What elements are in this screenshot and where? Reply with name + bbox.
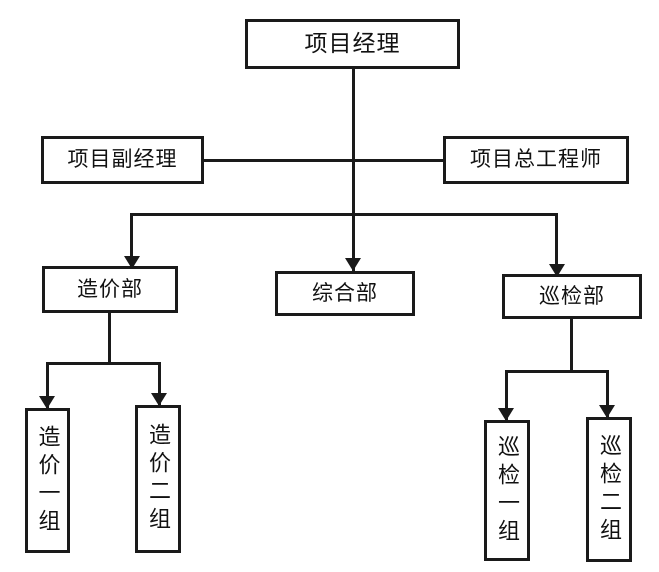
arrowhead-cost-dept — [124, 256, 140, 269]
node-label-inspection-group-2: 巡检二组 — [597, 433, 622, 546]
node-deputy-project-manager[interactable]: 项目副经理 — [41, 136, 204, 184]
node-cost-group-2[interactable]: 造价二组 — [135, 405, 181, 553]
node-label-chief-engineer: 项目总工程师 — [470, 148, 602, 172]
node-general-department[interactable]: 综合部 — [275, 271, 415, 316]
arrowhead-cost-group2 — [151, 393, 167, 406]
connector-cost-stem — [108, 313, 111, 364]
connector-pm-trunk — [352, 69, 355, 271]
arrowhead-inspect-group1 — [498, 408, 514, 421]
arrowhead-general-dept — [345, 258, 361, 271]
connector-department-bus — [130, 213, 558, 216]
node-label-project-manager: 项目经理 — [304, 30, 401, 57]
node-label-cost-group-1: 造价一组 — [35, 424, 61, 537]
node-cost-group-1[interactable]: 造价一组 — [25, 408, 70, 553]
arrowhead-cost-group1 — [39, 396, 55, 409]
connector-deputy-to-chief — [204, 159, 443, 162]
node-label-cost-group-2: 造价二组 — [146, 423, 171, 535]
connector-bus-drop-inspect — [555, 213, 558, 277]
node-inspection-group-2[interactable]: 巡检二组 — [586, 417, 632, 562]
connector-cost-bus — [46, 362, 161, 365]
node-label-cost-department: 造价部 — [77, 277, 143, 301]
connector-cost-drop-group1 — [46, 362, 49, 409]
node-label-general-department: 综合部 — [312, 281, 378, 305]
node-cost-department[interactable]: 造价部 — [42, 266, 178, 313]
node-label-deputy-project-manager: 项目副经理 — [67, 148, 178, 172]
arrowhead-inspect-group2 — [599, 405, 615, 418]
node-label-inspection-department: 巡检部 — [539, 284, 605, 308]
arrowhead-inspect-dept — [549, 264, 565, 277]
connector-inspect-drop-group1 — [505, 370, 508, 421]
node-inspection-department[interactable]: 巡检部 — [502, 274, 642, 319]
connector-inspect-bus — [505, 370, 609, 373]
connector-inspect-stem — [570, 319, 573, 372]
node-chief-engineer[interactable]: 项目总工程师 — [443, 136, 629, 184]
connector-bus-drop-cost — [130, 213, 133, 269]
connector-inspect-drop-group2 — [606, 370, 609, 418]
connector-cost-drop-group2 — [158, 362, 161, 406]
node-label-inspection-group-1: 巡检一组 — [495, 434, 520, 547]
node-inspection-group-1[interactable]: 巡检一组 — [484, 420, 530, 561]
node-project-manager[interactable]: 项目经理 — [245, 19, 460, 69]
